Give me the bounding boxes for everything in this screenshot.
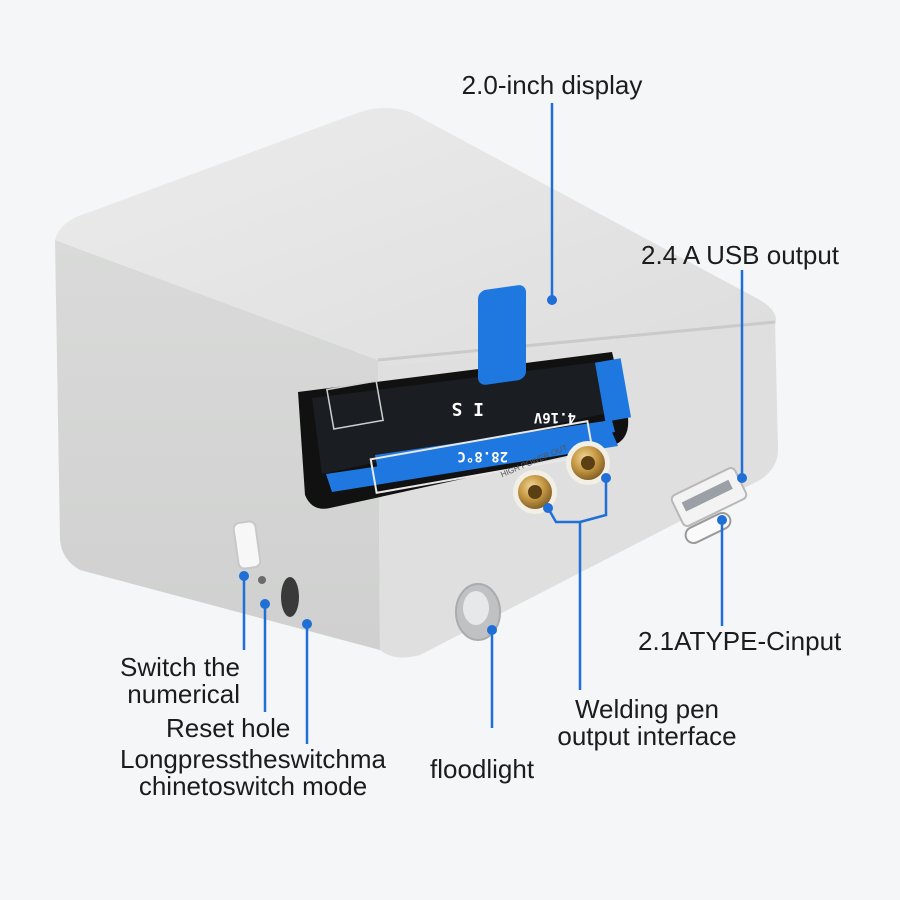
device-top-face [55,108,776,366]
callout-dots [239,295,747,635]
callout-reset-hole: Reset hole [166,715,290,742]
callout-typec-input: 2.1ATYPE-Cinput [638,628,841,655]
callout-display: 2.0-inch display [442,72,662,99]
numerical-switch [232,520,262,570]
mode-switch [281,577,299,617]
callout-display-text: 2.0-inch display [461,70,643,100]
callout-switch-numerical: Switch the numerical [100,654,240,708]
screen-digits-readout: I S [451,398,484,419]
callout-switch-numerical-line1: Switch the [120,652,240,682]
screen-voltage-readout: 4.16V [533,409,576,425]
display-screen [312,285,632,495]
callout-reset-hole-text: Reset hole [166,713,291,743]
callout-usb-output: 2.4 A USB output [641,242,839,269]
callout-floodlight: floodlight [430,756,534,783]
device-left-face [55,240,380,650]
welding-output-posts [513,441,610,514]
callout-long-press: Longpresstheswitchma chinetoswitch mode [98,746,408,800]
callout-welding-output: Welding pen output interface [534,696,760,750]
callout-long-press-line1: Longpresstheswitchma [120,744,386,774]
screen-tab-panel [478,285,526,385]
callout-usb-output-text: 2.4 A USB output [641,240,840,270]
reset-hole [258,576,266,584]
device-top-edge [377,320,776,362]
callout-long-press-line2: chinetoswitch mode [138,771,368,801]
callout-switch-numerical-line2: numerical [127,679,240,709]
callout-lines [242,103,744,744]
welding-leader [546,507,582,690]
callout-welding-output-line1: Welding pen [574,694,720,724]
screen-temperature-readout: 28.8°C [457,448,508,464]
callout-welding-output-line2: output interface [557,721,737,751]
callout-typec-input-text: 2.1ATYPE-Cinput [638,626,842,656]
callout-floodlight-text: floodlight [430,754,535,784]
